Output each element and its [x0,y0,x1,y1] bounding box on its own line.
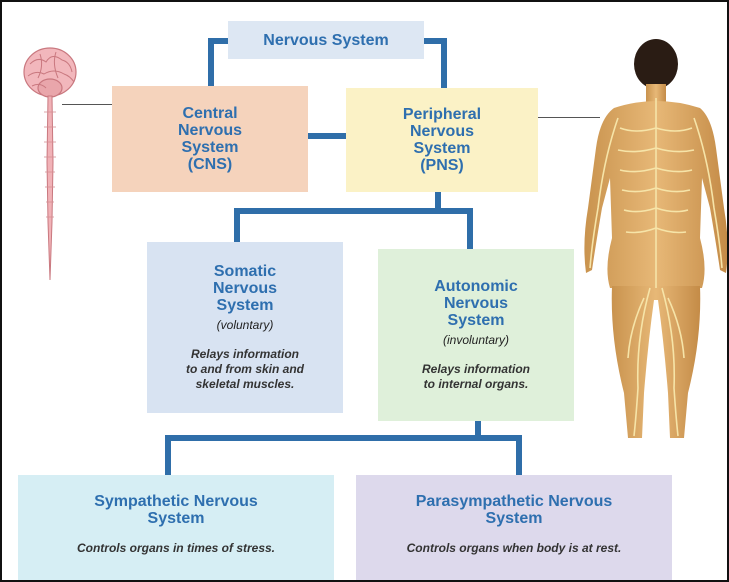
connector [467,208,473,250]
node-title: Sympathetic Nervous System [94,493,258,527]
connector [208,38,214,92]
node-title: Autonomic Nervous System [434,278,518,329]
parasympathetic-nervous-system-node: Parasympathetic Nervous System Controls … [356,475,672,582]
connector [234,208,473,214]
connector [516,435,522,477]
central-nervous-system-node: Central Nervous System (CNS) [112,86,308,192]
connector [308,133,346,139]
node-description: Controls organs when body is at rest. [407,541,622,556]
node-description: Relays information to internal organs. [422,362,530,392]
node-subtitle: (voluntary) [217,318,274,333]
node-description: Controls organs in times of stress. [77,541,275,556]
node-title: Nervous System [263,32,388,49]
node-title: Central Nervous System (CNS) [178,105,242,173]
node-title: Parasympathetic Nervous System [416,493,613,527]
node-description: Relays information to and from skin and … [186,347,304,392]
connector [234,208,240,244]
connector [441,38,447,92]
sympathetic-nervous-system-node: Sympathetic Nervous System Controls orga… [18,475,334,582]
node-title: Peripheral Nervous System (PNS) [403,106,481,174]
node-title: Somatic Nervous System [213,263,277,314]
connector [165,435,522,441]
node-subtitle: (involuntary) [443,333,509,348]
connector [165,435,171,477]
nervous-system-node: Nervous System [228,21,424,59]
peripheral-nervous-system-node: Peripheral Nervous System (PNS) [346,88,538,192]
somatic-nervous-system-node: Somatic Nervous System (voluntary) Relay… [147,242,343,413]
human-body-nerves-illustration [584,38,729,446]
brain-and-spinal-cord-illustration [22,42,78,292]
autonomic-nervous-system-node: Autonomic Nervous System (involuntary) R… [378,249,574,421]
